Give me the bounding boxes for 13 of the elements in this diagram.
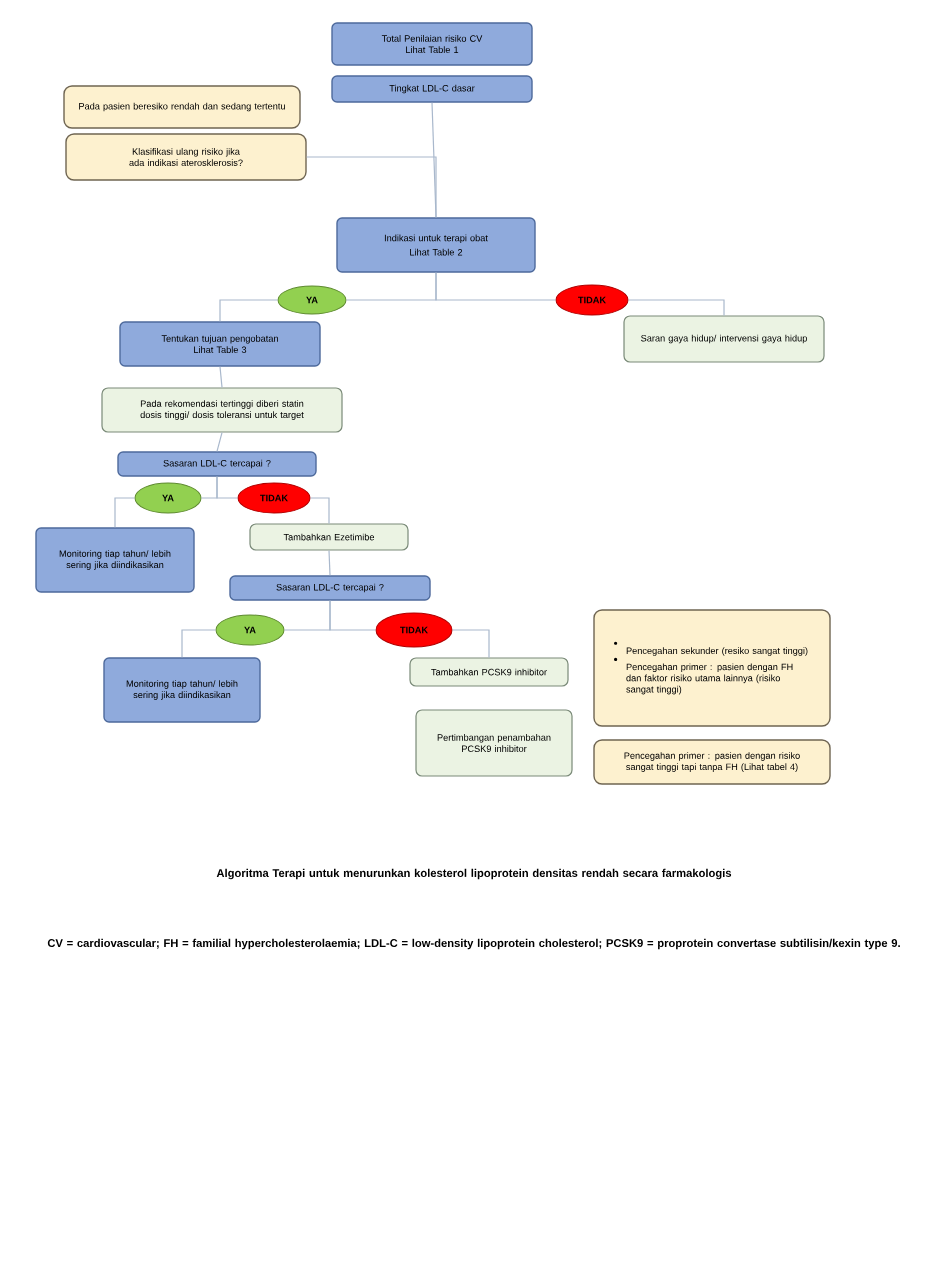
connector-line: [216, 432, 223, 452]
connector-line: [181, 629, 217, 658]
connector-line: [114, 497, 136, 528]
connector-line: [309, 497, 330, 524]
connector-line: [627, 299, 725, 316]
connector-line: [451, 629, 490, 658]
connector-line: [216, 476, 239, 499]
connector-line: [328, 550, 331, 576]
connector-line: [306, 156, 437, 218]
connector-line: [329, 600, 377, 631]
connector-line: [219, 366, 223, 388]
connector-line: [435, 272, 557, 301]
connector-line: [219, 299, 279, 322]
